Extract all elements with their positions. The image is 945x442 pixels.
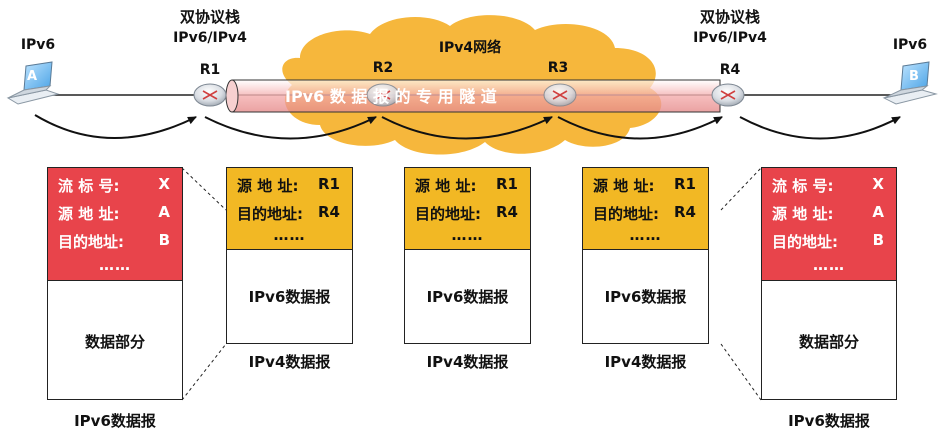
left-dual-stack-sub: IPv6/IPv4 bbox=[173, 30, 247, 46]
ipv4-header: 源 地 址: R1 目的地址: R4 …… bbox=[227, 168, 352, 250]
data-part-label: 数据部分 bbox=[798, 333, 859, 351]
field-key: 目的地址: bbox=[593, 205, 659, 223]
field-value: B bbox=[158, 231, 170, 249]
router-label-r1: R1 bbox=[200, 62, 221, 78]
field-key: 流 标 号: bbox=[58, 177, 120, 195]
hop-arrow-r2-r3 bbox=[381, 116, 553, 140]
field-value: A bbox=[872, 203, 884, 221]
field-value: R1 bbox=[674, 175, 696, 193]
field-value: R4 bbox=[496, 203, 518, 221]
host-a-letter: A bbox=[27, 69, 37, 84]
field-key: 目的地址: bbox=[772, 233, 838, 251]
ipv4-header: 源 地 址: R1 目的地址: R4 …… bbox=[583, 168, 708, 250]
left-ipv6-packet: 流 标 号: X 源 地 址: A 目的地址: B …… 数据部分 bbox=[47, 167, 183, 400]
right-ipv6-packet: 流 标 号: X 源 地 址: A 目的地址: B …… 数据部分 bbox=[761, 167, 897, 400]
field-key: 源 地 址: bbox=[593, 177, 655, 195]
tunnel-ipv4-packet-2: 源 地 址: R1 目的地址: R4 …… IPv6数据报 bbox=[404, 167, 531, 344]
right-host-label: IPv6 bbox=[893, 37, 927, 53]
hop-arrow-r4-b bbox=[739, 116, 901, 140]
router-label-r4: R4 bbox=[720, 62, 741, 78]
router-r1-icon bbox=[193, 83, 227, 107]
left-host-label: IPv6 bbox=[21, 37, 55, 53]
right-dual-stack-sub: IPv6/IPv4 bbox=[693, 30, 767, 46]
tunnel-tube bbox=[225, 79, 721, 113]
tunnel-packet-caption: IPv4数据报 bbox=[248, 353, 331, 371]
ipv4-header: 源 地 址: R1 目的地址: R4 …… bbox=[405, 168, 530, 250]
field-key: 源 地 址: bbox=[415, 177, 477, 195]
tunnel-packet-caption: IPv4数据报 bbox=[604, 353, 687, 371]
field-key: 目的地址: bbox=[237, 205, 303, 223]
router-r4-icon bbox=[711, 83, 745, 107]
router-label-r3: R3 bbox=[548, 60, 569, 76]
ellipsis: …… bbox=[99, 256, 131, 274]
inner-ipv6-label: IPv6数据报 bbox=[248, 288, 331, 306]
tunnel-ipv4-packet-1: 源 地 址: R1 目的地址: R4 …… IPv6数据报 bbox=[226, 167, 353, 344]
field-key: 目的地址: bbox=[58, 233, 124, 251]
inner-ipv6-label: IPv6数据报 bbox=[426, 288, 509, 306]
cloud-label: IPv4网络 bbox=[439, 39, 501, 56]
field-key: 源 地 址: bbox=[58, 205, 120, 223]
field-value: X bbox=[872, 175, 884, 193]
ellipsis: …… bbox=[273, 226, 306, 244]
right-packet-caption: IPv6数据报 bbox=[788, 412, 870, 430]
host-b-letter: B bbox=[909, 69, 919, 84]
field-key: 流 标 号: bbox=[772, 177, 834, 195]
inner-ipv6-label: IPv6数据报 bbox=[604, 288, 687, 306]
field-value: R4 bbox=[674, 203, 696, 221]
hop-arrow-r1-r2 bbox=[204, 116, 377, 140]
hop-arrow-r3-r4 bbox=[557, 116, 723, 140]
field-key: 源 地 址: bbox=[772, 205, 834, 223]
router-r3-icon bbox=[543, 83, 577, 107]
expansion-dashed-lines bbox=[181, 167, 762, 401]
tunnel-ipv4-packet-3: 源 地 址: R1 目的地址: R4 …… IPv6数据报 bbox=[582, 167, 709, 344]
left-packet-caption: IPv6数据报 bbox=[74, 412, 156, 430]
field-value: A bbox=[158, 203, 170, 221]
ellipsis: …… bbox=[451, 226, 484, 244]
ellipsis: …… bbox=[813, 256, 845, 274]
right-dual-stack-title: 双协议栈 bbox=[700, 8, 760, 26]
field-key: 源 地 址: bbox=[237, 177, 299, 195]
tunnel-packet-caption: IPv4数据报 bbox=[426, 353, 509, 371]
field-value: B bbox=[872, 231, 884, 249]
router-label-r2: R2 bbox=[373, 60, 394, 76]
data-part-label: 数据部分 bbox=[84, 333, 145, 351]
host-b-laptop bbox=[882, 61, 938, 105]
ellipsis: …… bbox=[629, 226, 662, 244]
hop-arrow-a-r1 bbox=[34, 114, 197, 139]
field-value: X bbox=[158, 175, 170, 193]
host-a-laptop bbox=[6, 61, 60, 105]
left-dual-stack-title: 双协议栈 bbox=[180, 8, 240, 26]
field-value: R1 bbox=[496, 175, 518, 193]
field-key: 目的地址: bbox=[415, 205, 481, 223]
left-packet-header: 流 标 号: X 源 地 址: A 目的地址: B …… bbox=[48, 168, 182, 281]
right-packet-header: 流 标 号: X 源 地 址: A 目的地址: B …… bbox=[762, 168, 896, 281]
field-value: R4 bbox=[318, 203, 340, 221]
router-r2-icon bbox=[366, 83, 400, 107]
hop-arrows bbox=[34, 114, 901, 140]
field-value: R1 bbox=[318, 175, 340, 193]
tunnel-label: IPv6 数 据 报 的 专 用 隧 道 bbox=[285, 87, 497, 106]
